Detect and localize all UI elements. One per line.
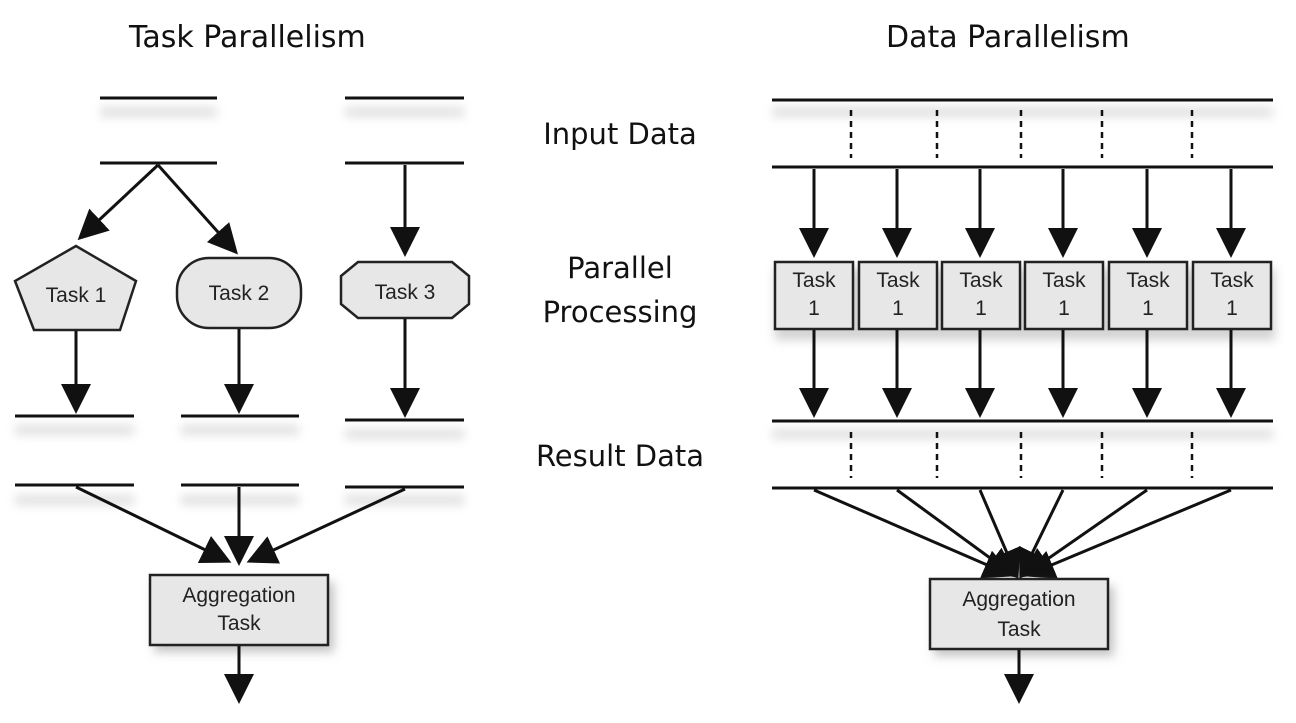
data-task-label-2: 1 [892, 297, 904, 320]
task-parallelism-diagram: Task 1 Task 2 Task 3 Aggregation Task [13, 96, 471, 704]
input-data-label: Input Data [543, 117, 697, 151]
data-parallelism-diagram: Task 1 Task 1 Task 1 Task 1 Task 1 Task … [772, 98, 1275, 704]
result-data-label: Result Data [535, 439, 705, 473]
data-task-label-1: Task [1042, 269, 1086, 292]
task3-octagon-shape [339, 260, 471, 320]
parallel-processing-label-line2: Processing [542, 295, 698, 329]
task1-label: Task 1 [46, 284, 107, 307]
aggregation-label-left-2: Task [217, 612, 261, 635]
parallel-processing-label-line1: Parallel [567, 251, 673, 285]
data-task-box [773, 260, 855, 331]
data-task-box [1107, 260, 1189, 331]
data-task-label-2: 1 [1142, 297, 1154, 320]
arrow-result1-agg [75, 485, 232, 563]
arrow-to-task2 [156, 164, 238, 255]
task2-rounded-shape [175, 256, 303, 330]
data-task-label-1: Task [876, 269, 920, 292]
task-parallelism-title: Task Parallelism [129, 20, 366, 55]
data-task-label-2: 1 [808, 297, 820, 320]
aggregation-label-left-1: Aggregation [182, 584, 295, 607]
aggregation-task-box-left [148, 573, 330, 647]
fan-in-line [978, 489, 1021, 580]
fan-in-line [1024, 488, 1232, 579]
data-task-label-1: Task [792, 269, 836, 292]
data-parallelism-title: Data Parallelism [886, 20, 1130, 55]
data-task-box [857, 260, 939, 331]
data-task-label-1: Task [1210, 269, 1254, 292]
data-task-label-2: 1 [1226, 297, 1238, 320]
arrow-result3-agg [246, 487, 406, 564]
task3-label: Task 3 [375, 281, 436, 304]
data-task-box [940, 260, 1022, 331]
fan-in-line [813, 488, 1014, 579]
data-task-label-1: Task [959, 269, 1003, 292]
data-task-label-1: Task [1126, 269, 1170, 292]
task2-label: Task 2 [209, 282, 270, 305]
data-task-box [1023, 260, 1105, 331]
data-task-label-2: 1 [975, 297, 987, 320]
aggregation-label-right-2: Task [997, 618, 1041, 641]
task1-pentagon-shape [13, 244, 138, 332]
aggregation-label-right-1: Aggregation [962, 588, 1075, 611]
data-task-box [1191, 260, 1273, 331]
aggregation-task-box-right [928, 577, 1110, 651]
arrow-to-task1 [77, 163, 160, 241]
data-task-label-2: 1 [1058, 297, 1070, 320]
